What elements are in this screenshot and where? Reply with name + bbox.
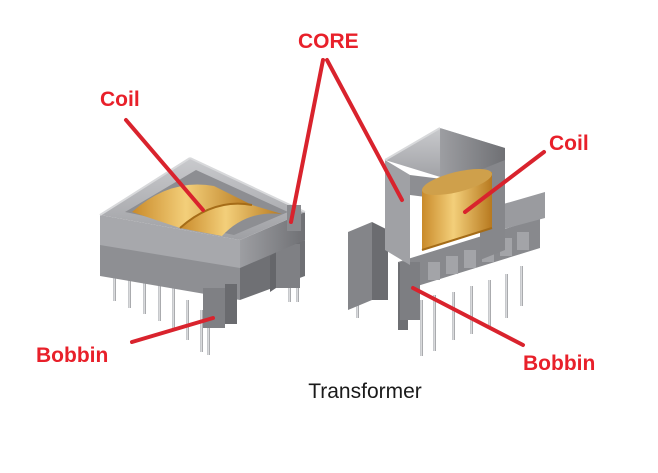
core-callout-line-left xyxy=(289,58,325,224)
bobbin-right-label: Bobbin xyxy=(523,352,596,375)
right-coil xyxy=(421,168,493,251)
coil-left-label: Coil xyxy=(100,88,140,111)
core-label: CORE xyxy=(298,30,359,53)
coil-right-label: Coil xyxy=(549,132,589,155)
left-bobbin xyxy=(100,240,305,328)
bobbin-left-label: Bobbin xyxy=(36,344,109,367)
left-transformer xyxy=(99,157,306,355)
coil-right-callout-line xyxy=(463,150,546,214)
callout-lines xyxy=(124,58,546,347)
left-core xyxy=(99,157,306,268)
diagram-caption: Transformer xyxy=(308,380,422,403)
bobbin-left-callout-line xyxy=(130,316,215,344)
core-callout-line-right xyxy=(325,58,404,202)
left-coil xyxy=(132,184,282,236)
right-transformer xyxy=(348,127,545,356)
coil-left-callout-line xyxy=(124,118,205,212)
bobbin-right-callout-line xyxy=(411,286,525,347)
